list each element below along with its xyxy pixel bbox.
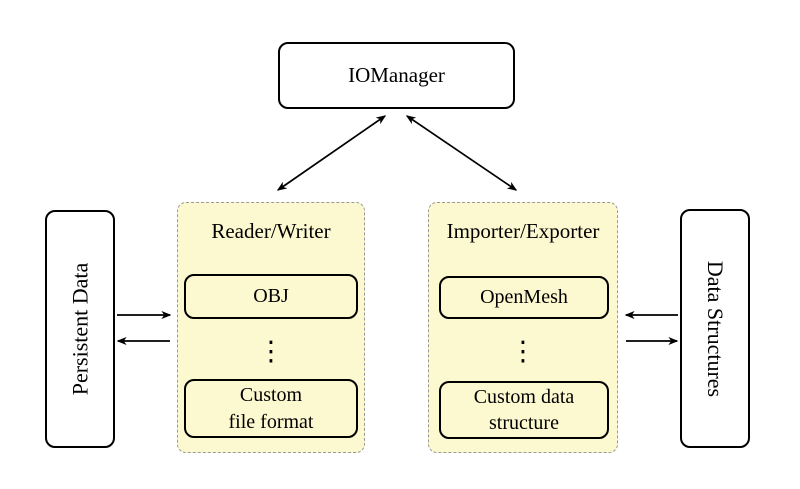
node-openmesh: OpenMesh: [439, 276, 609, 319]
arrow-iomanager-readerwriter: [276, 115, 387, 191]
arrow-iomanager-importerexporter: [405, 115, 518, 191]
node-iomanager-label: IOManager: [348, 63, 445, 87]
node-custom-file-format-line2: file format: [228, 410, 314, 433]
node-obj-label: OBJ: [253, 285, 289, 308]
node-openmesh-label: OpenMesh: [480, 286, 568, 309]
group-reader-writer-title: Reader/Writer: [211, 219, 331, 243]
node-custom-file-format-line1: Custom: [239, 384, 303, 407]
node-data-structures: Data Structures: [680, 209, 750, 448]
node-obj: OBJ: [184, 274, 358, 319]
node-custom-file-format: Custom file format: [184, 379, 358, 438]
node-iomanager: IOManager: [278, 42, 515, 109]
group-importer-exporter-title: Importer/Exporter: [446, 219, 600, 243]
group-reader-writer: Reader/Writer OBJ ⋮ Custom file format: [177, 202, 365, 453]
vertical-dots-importer-exporter: ⋮: [509, 335, 537, 367]
vertical-dots-reader-writer: ⋮: [257, 335, 285, 367]
node-custom-data-structure-line2: structure: [489, 412, 559, 434]
node-persistent-data: Persistent Data: [45, 210, 115, 448]
node-custom-data-structure-line1: Custom data: [473, 385, 575, 408]
node-persistent-data-label: Persistent Data: [67, 262, 92, 396]
group-importer-exporter: Importer/Exporter OpenMesh ⋮ Custom data…: [428, 202, 618, 453]
node-custom-data-structure: Custom data structure: [439, 381, 609, 439]
node-data-structures-label: Data Structures: [703, 260, 729, 397]
